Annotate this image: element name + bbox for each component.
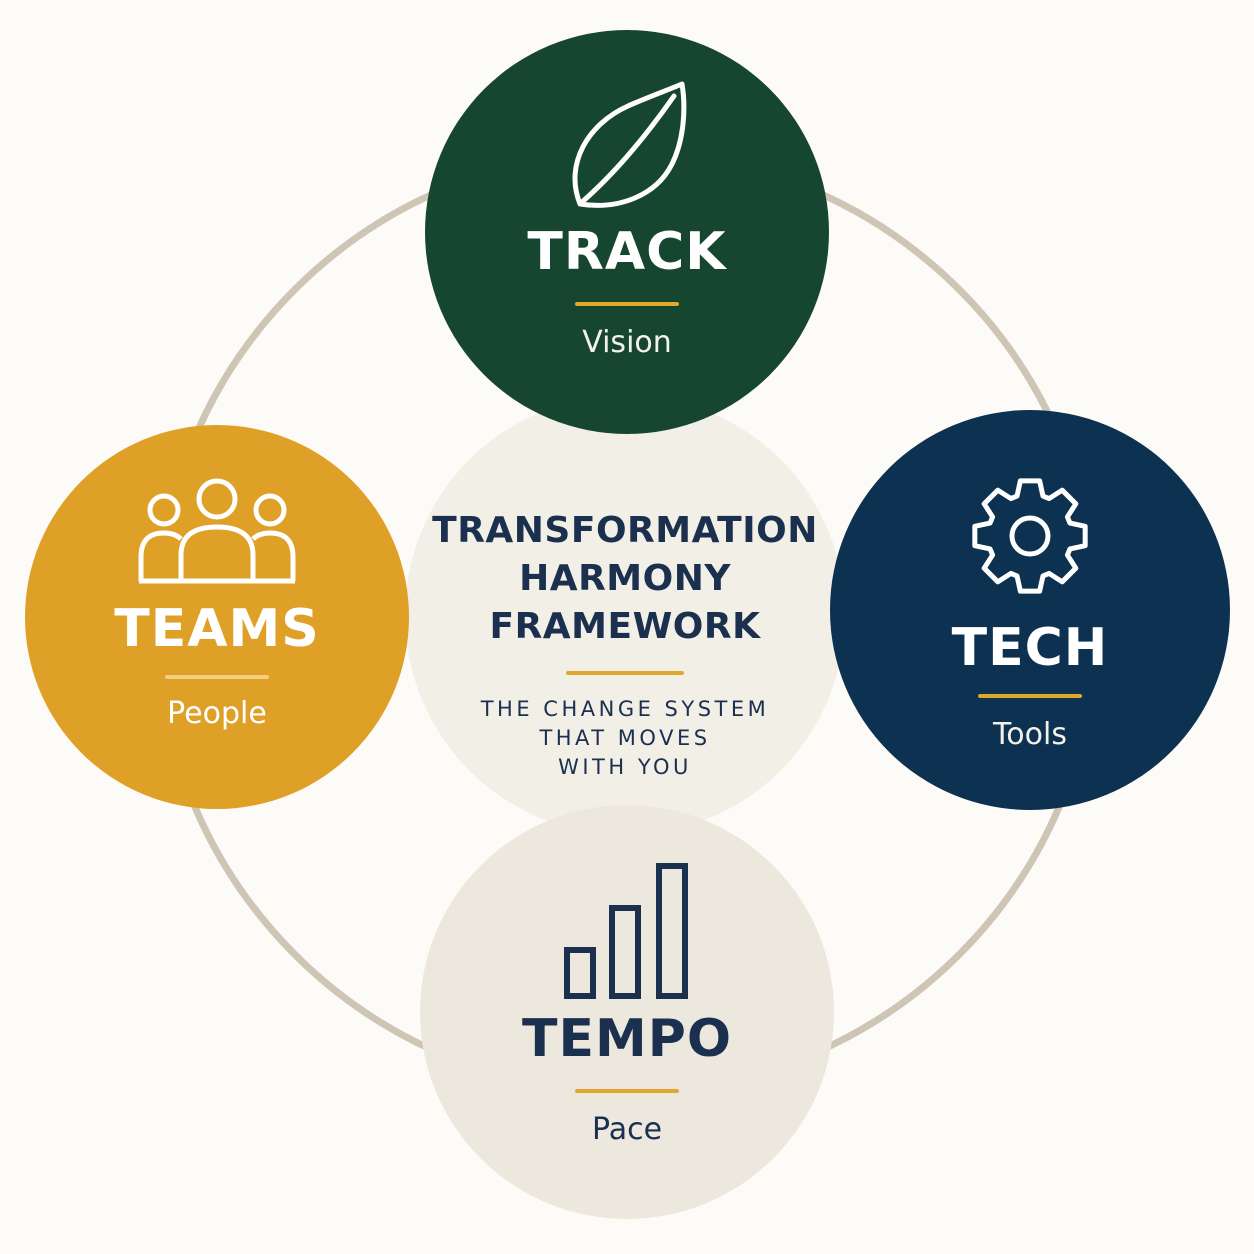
tech-node: TECH Tools (830, 410, 1230, 810)
tech-subtitle: Tools (993, 717, 1067, 752)
tempo-node: TEMPO Pace (420, 805, 834, 1219)
track-subtitle: Vision (582, 325, 672, 360)
teams-divider (165, 675, 269, 679)
center-title-line: TRANSFORMATION (432, 510, 818, 551)
tempo-divider (575, 1089, 679, 1093)
center-title-line: HARMONY (519, 558, 731, 599)
track-node: TRACK Vision (425, 30, 829, 434)
leaf-icon (572, 81, 687, 208)
teams-subtitle: People (167, 696, 267, 731)
tempo-subtitle: Pace (591, 1112, 663, 1147)
center-node: TRANSFORMATION HARMONY FRAMEWORK THE CHA… (405, 395, 845, 835)
center-subtitle-line: WITH YOU (558, 755, 692, 779)
center-subtitle: THE CHANGE SYSTEM THAT MOVES WITH YOU (481, 695, 770, 782)
people-group-icon (138, 478, 296, 584)
tech-divider (978, 694, 1082, 698)
gear-teeth (972, 478, 1088, 594)
bar-chart-icon (564, 863, 688, 999)
gear-icon (972, 478, 1088, 594)
teams-title: TEAMS (114, 599, 320, 659)
center-divider (566, 671, 684, 675)
teams-node: TEAMS People (25, 425, 409, 809)
center-title-line: FRAMEWORK (489, 606, 761, 647)
track-title: TRACK (527, 222, 727, 282)
tech-title: TECH (951, 618, 1109, 678)
tempo-title: TEMPO (521, 1009, 733, 1069)
track-divider (575, 302, 679, 306)
center-title: TRANSFORMATION HARMONY FRAMEWORK (432, 507, 818, 651)
center-subtitle-line: THAT MOVES (539, 726, 711, 750)
center-subtitle-line: THE CHANGE SYSTEM (480, 697, 770, 721)
